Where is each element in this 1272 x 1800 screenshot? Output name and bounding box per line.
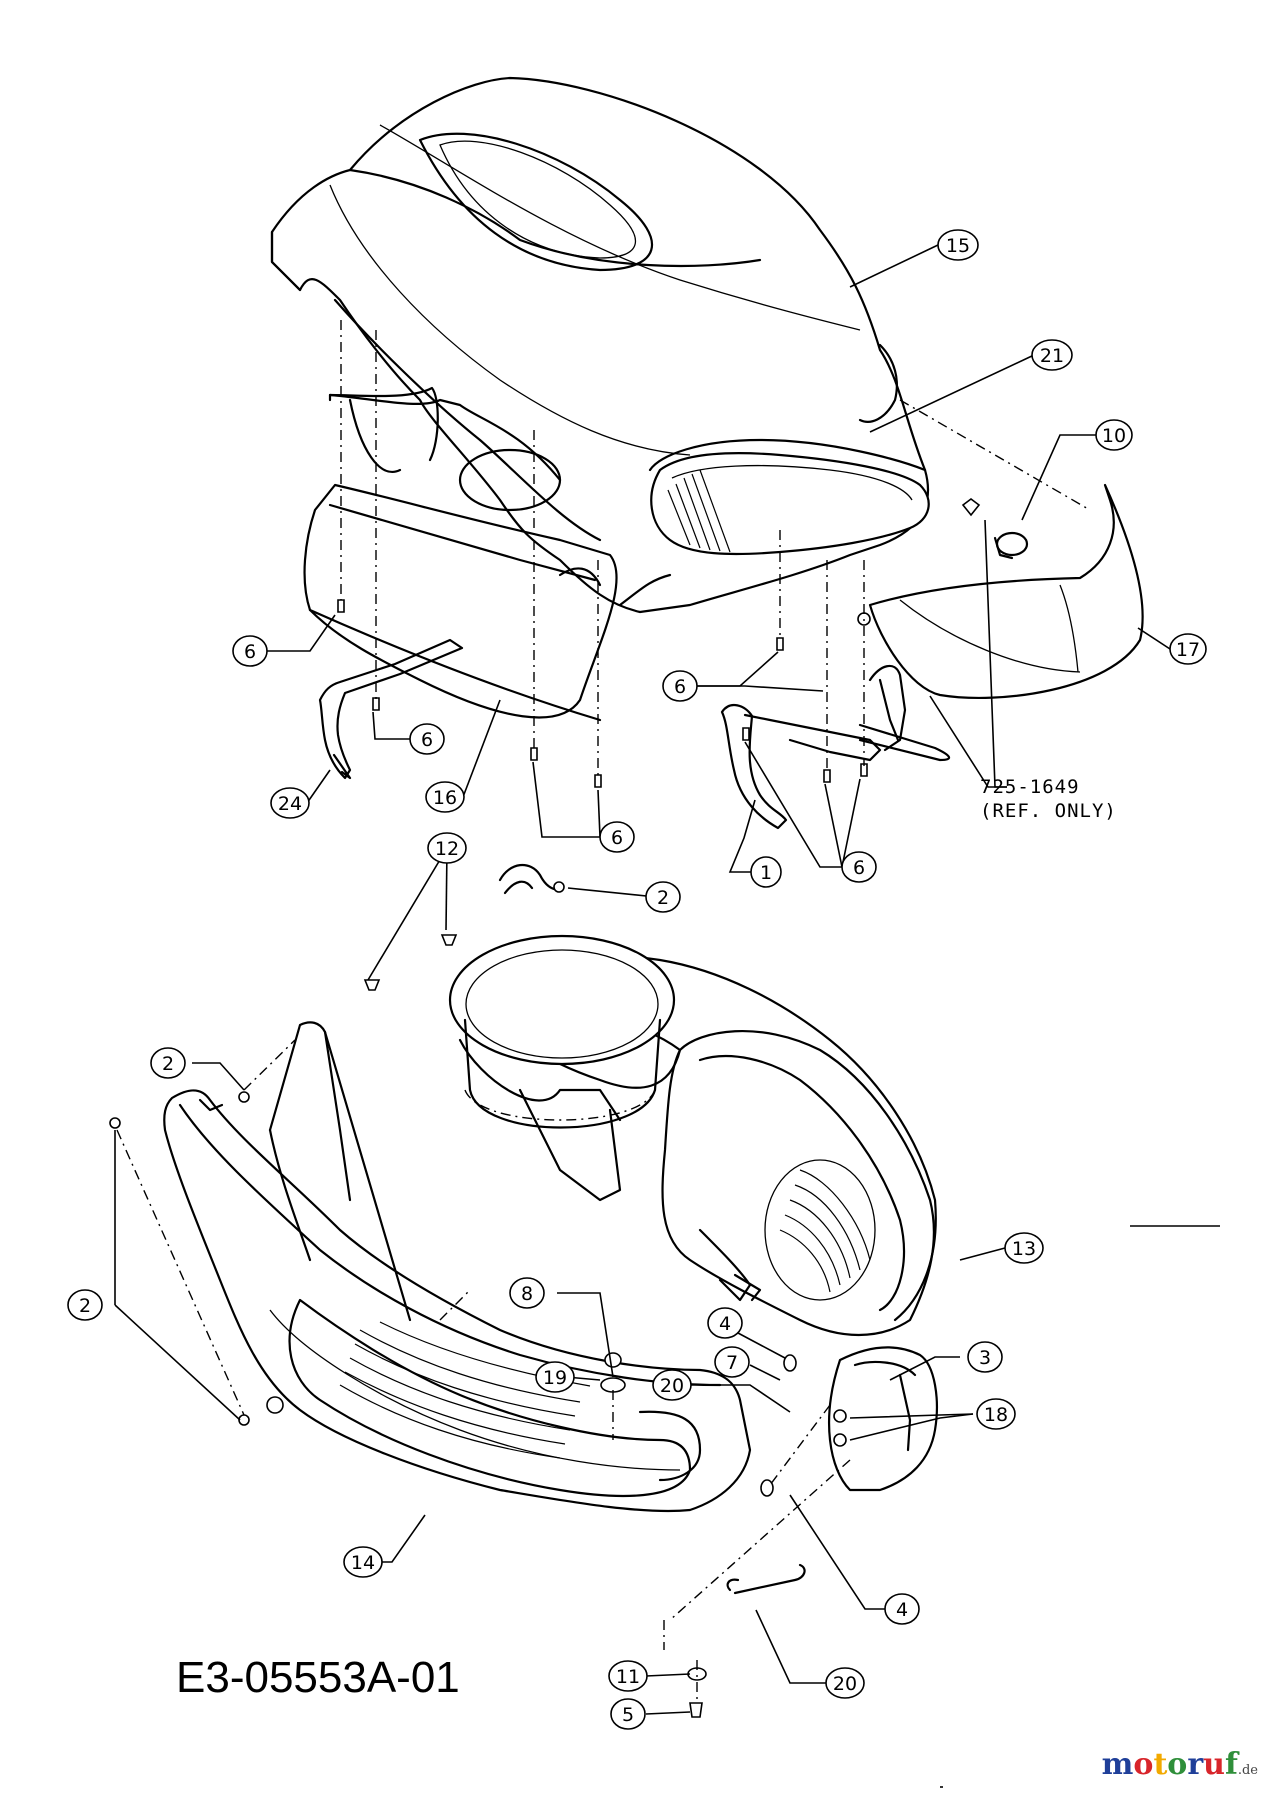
callout-8: 8	[509, 1277, 545, 1309]
side-panel	[163, 1021, 752, 1513]
front-bumper	[828, 1346, 938, 1492]
reference-part-number: 725-1649	[980, 776, 1080, 798]
svg-text:20: 20	[660, 1375, 684, 1397]
lower-fasteners	[109, 881, 847, 1718]
watermark-letter: o	[1167, 1747, 1188, 1782]
svg-text:6: 6	[421, 729, 433, 751]
callout-2-side: 2	[67, 1289, 103, 1321]
support-bracket	[318, 638, 464, 780]
svg-text:7: 7	[726, 1352, 738, 1374]
reference-only-note: (REF. ONLY)	[980, 800, 1117, 822]
callout-12: 12	[427, 832, 467, 864]
watermark-tld: .de	[1237, 1763, 1258, 1778]
svg-text:6: 6	[611, 827, 623, 849]
callout-24: 24	[270, 787, 310, 819]
callout-2-left: 2	[150, 1047, 186, 1079]
svg-text:16: 16	[433, 787, 457, 809]
callout-14: 14	[343, 1546, 383, 1578]
svg-text:20: 20	[833, 1673, 857, 1695]
callout-17: 17	[1169, 633, 1207, 665]
svg-text:17: 17	[1176, 639, 1200, 661]
hood-fasteners	[337, 498, 981, 788]
svg-text:13: 13	[1012, 1238, 1036, 1260]
hood-bracket	[720, 664, 951, 830]
svg-text:2: 2	[657, 887, 669, 909]
callout-16: 16	[425, 781, 465, 813]
watermark-logo: motoruf.de	[1102, 1747, 1258, 1782]
watermark-letter: o	[1133, 1747, 1154, 1782]
callout-6-lower: 6	[409, 723, 445, 755]
callout-11: 11	[608, 1660, 648, 1692]
watermark-letter: r	[1187, 1747, 1204, 1782]
callout-6-front: 6	[599, 821, 635, 853]
svg-text:10: 10	[1102, 425, 1126, 447]
svg-text:5: 5	[622, 1704, 634, 1726]
callout-6-bracket: 6	[662, 670, 698, 702]
svg-text:4: 4	[896, 1599, 908, 1621]
callout-21: 21	[1031, 339, 1073, 371]
svg-text:18: 18	[984, 1404, 1008, 1426]
watermark-letter: f	[1224, 1747, 1238, 1782]
callout-4-lower: 4	[884, 1593, 920, 1625]
svg-text:6: 6	[244, 641, 256, 663]
svg-text:19: 19	[543, 1367, 567, 1389]
svg-text:6: 6	[674, 676, 686, 698]
callout-15: 15	[937, 229, 979, 261]
callout-4-upper: 4	[707, 1307, 743, 1339]
watermark-letter: m	[1101, 1747, 1134, 1782]
svg-text:1: 1	[760, 862, 772, 884]
dash-panel	[498, 955, 937, 1336]
hood	[270, 76, 930, 722]
callout-6-right: 6	[841, 851, 877, 883]
svg-text:4: 4	[719, 1313, 731, 1335]
svg-text:21: 21	[1040, 345, 1064, 367]
svg-text:12: 12	[435, 838, 459, 860]
callout-3: 3	[967, 1341, 1003, 1373]
callout-5: 5	[610, 1698, 646, 1730]
lens-panel	[868, 483, 1144, 700]
callout-6-left: 6	[232, 635, 268, 667]
watermark-letter: u	[1203, 1747, 1225, 1782]
callout-10: 10	[1095, 419, 1133, 451]
knob	[993, 531, 1029, 560]
svg-text:15: 15	[946, 235, 970, 257]
svg-text:6: 6	[853, 857, 865, 879]
callout-2-top: 2	[645, 881, 681, 913]
drawing-number: E3-05553A-01	[176, 1653, 460, 1702]
svg-text:3: 3	[979, 1347, 991, 1369]
svg-text:24: 24	[278, 793, 302, 815]
callout-1: 1	[750, 856, 782, 888]
callout-20-upper: 20	[652, 1369, 692, 1401]
svg-text:2: 2	[162, 1053, 174, 1075]
svg-text:2: 2	[79, 1295, 91, 1317]
svg-text:8: 8	[521, 1283, 533, 1305]
callout-18: 18	[976, 1398, 1016, 1430]
callouts: 15 21 10 17 6 6 6 6 6 24 16 1 12 2 2 2 1…	[67, 229, 1207, 1730]
svg-text:14: 14	[351, 1552, 375, 1574]
callout-20-lower: 20	[825, 1667, 865, 1699]
watermark-letter: t	[1153, 1747, 1168, 1782]
lower-alignment-lines	[116, 1039, 851, 1700]
callout-7: 7	[714, 1346, 750, 1378]
reference-note: 725-1649 (REF. ONLY)	[980, 776, 1117, 822]
callout-13: 13	[1004, 1232, 1044, 1264]
steering-collar	[448, 864, 676, 1202]
hood-alignment-lines	[340, 320, 1091, 775]
svg-text:11: 11	[616, 1666, 640, 1688]
callout-19: 19	[535, 1361, 575, 1393]
